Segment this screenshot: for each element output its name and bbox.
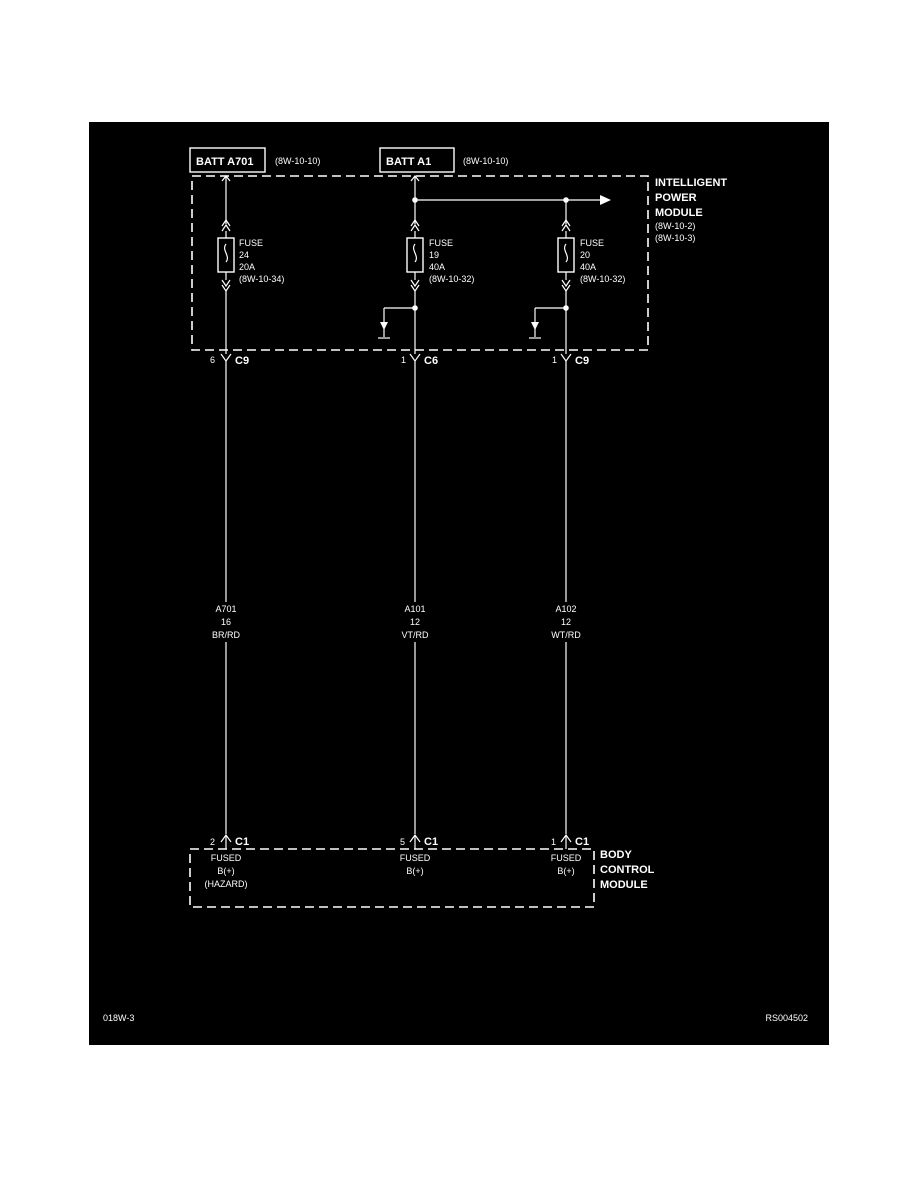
source-batt-a701: BATT A701 (8W-10-10) — [189, 147, 320, 173]
terminal-line: B(+) — [557, 866, 574, 876]
wire-color: BR/RD — [212, 630, 241, 640]
circuit-column-3: FUSE 20 40A (8W-10-32) — [529, 200, 625, 354]
fuse-number: 24 — [239, 250, 249, 260]
fuse-label: FUSE — [239, 238, 263, 248]
source-name: BATT A1 — [386, 156, 431, 168]
connector-name: C1 — [575, 836, 589, 848]
connector-name: C1 — [424, 836, 438, 848]
wire-gauge: 16 — [221, 617, 231, 627]
fuse-rating: 40A — [580, 262, 596, 272]
source-ref: (8W-10-10) — [463, 156, 508, 166]
fuse-label: FUSE — [429, 238, 453, 248]
ipm-title-1: INTELLIGENT — [655, 177, 727, 189]
ipm-label: INTELLIGENT POWER MODULE (8W-10-2) (8W-1… — [655, 177, 727, 243]
terminal-line: B(+) — [406, 866, 423, 876]
connector-pin: 5 — [400, 837, 405, 847]
figure-code-right: RS004502 — [765, 1013, 808, 1023]
fuse-number: 19 — [429, 250, 439, 260]
fuse-ref: (8W-10-32) — [580, 274, 625, 284]
ipm-title-2: POWER — [655, 192, 697, 204]
bottom-connector-2: 5 C1 — [400, 833, 438, 849]
source-batt-a1: BATT A1 (8W-10-10) — [379, 147, 508, 173]
fuse-rating: 20A — [239, 262, 255, 272]
wire-color: WT/RD — [551, 630, 581, 640]
fuse-rating: 40A — [429, 262, 445, 272]
fuse-label: FUSE — [580, 238, 604, 248]
source-ref: (8W-10-10) — [275, 156, 320, 166]
bottom-connector-1: 2 C1 — [210, 833, 249, 849]
ipm-ref-1: (8W-10-2) — [655, 221, 695, 231]
bcm-title-1: BODY — [600, 849, 632, 861]
bcm-title-2: CONTROL — [600, 864, 655, 876]
circuit-column-1: FUSE 24 20A (8W-10-34) — [217, 175, 284, 354]
connector-name: C9 — [235, 355, 249, 367]
figure-code-left: 018W-3 — [103, 1013, 134, 1023]
ground-symbol — [529, 305, 569, 339]
wire-label-a101: A101 12 VT/RD — [397, 602, 433, 642]
terminal-line: FUSED — [551, 853, 582, 863]
source-name: BATT A701 — [196, 156, 253, 168]
ipm-box — [191, 175, 649, 351]
connector-name: C9 — [575, 355, 589, 367]
wire-label-a701: A701 16 BR/RD — [208, 602, 244, 642]
bcm-box — [189, 848, 595, 908]
wire-label-a102: A102 12 WT/RD — [548, 602, 584, 642]
connector-pin: 6 — [210, 355, 215, 365]
bottom-connector-3: 1 C1 — [551, 833, 589, 849]
terminal-line: FUSED — [211, 853, 242, 863]
wire-circuit: A101 — [404, 604, 425, 614]
fuse-ref: (8W-10-32) — [429, 274, 474, 284]
wire-circuit: A701 — [215, 604, 236, 614]
bcm-terminal-3: FUSED B(+) — [551, 853, 582, 876]
fuse-number: 20 — [580, 250, 590, 260]
circuit-column-2: FUSE 19 40A (8W-10-32) — [378, 175, 474, 354]
connector-pin: 2 — [210, 837, 215, 847]
connector-name: C1 — [235, 836, 249, 848]
bcm-terminal-2: FUSED B(+) — [400, 853, 431, 876]
diagram-background — [89, 122, 829, 1045]
terminal-line: B(+) — [217, 866, 234, 876]
connector-pin: 1 — [552, 355, 557, 365]
terminal-line: (HAZARD) — [205, 879, 248, 889]
fuse-ref: (8W-10-34) — [239, 274, 284, 284]
wire-gauge: 12 — [561, 617, 571, 627]
wire-circuit: A102 — [555, 604, 576, 614]
connector-name: C6 — [424, 355, 438, 367]
bcm-label: BODY CONTROL MODULE — [600, 849, 655, 891]
ground-symbol — [378, 305, 418, 339]
connector-pin: 1 — [551, 837, 556, 847]
ipm-ref-2: (8W-10-3) — [655, 233, 695, 243]
connector-pin: 1 — [401, 355, 406, 365]
terminal-line: FUSED — [400, 853, 431, 863]
bcm-terminal-1: FUSED B(+) (HAZARD) — [205, 853, 248, 889]
bcm-title-3: MODULE — [600, 879, 648, 891]
ipm-title-3: MODULE — [655, 207, 703, 219]
wire-color: VT/RD — [402, 630, 430, 640]
wire-gauge: 12 — [410, 617, 420, 627]
